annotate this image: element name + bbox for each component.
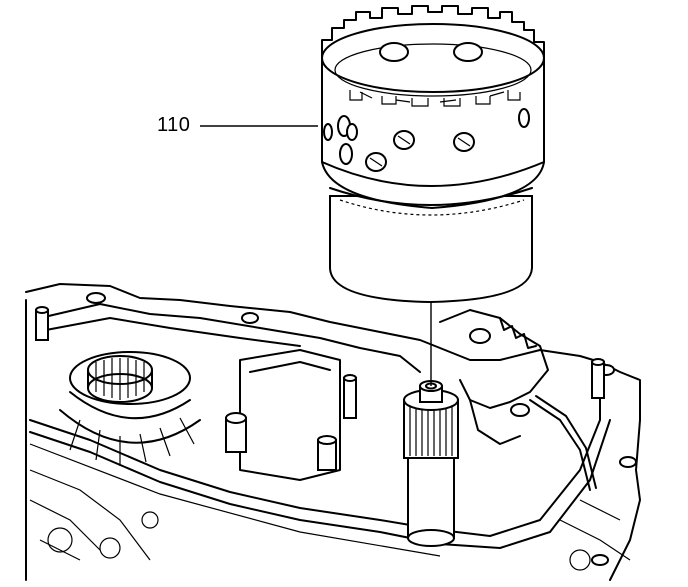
transmission-case (25, 283, 641, 581)
input-shaft (403, 380, 459, 547)
clutch-housing (321, 5, 545, 304)
callout-label-110: 110 (157, 114, 191, 136)
